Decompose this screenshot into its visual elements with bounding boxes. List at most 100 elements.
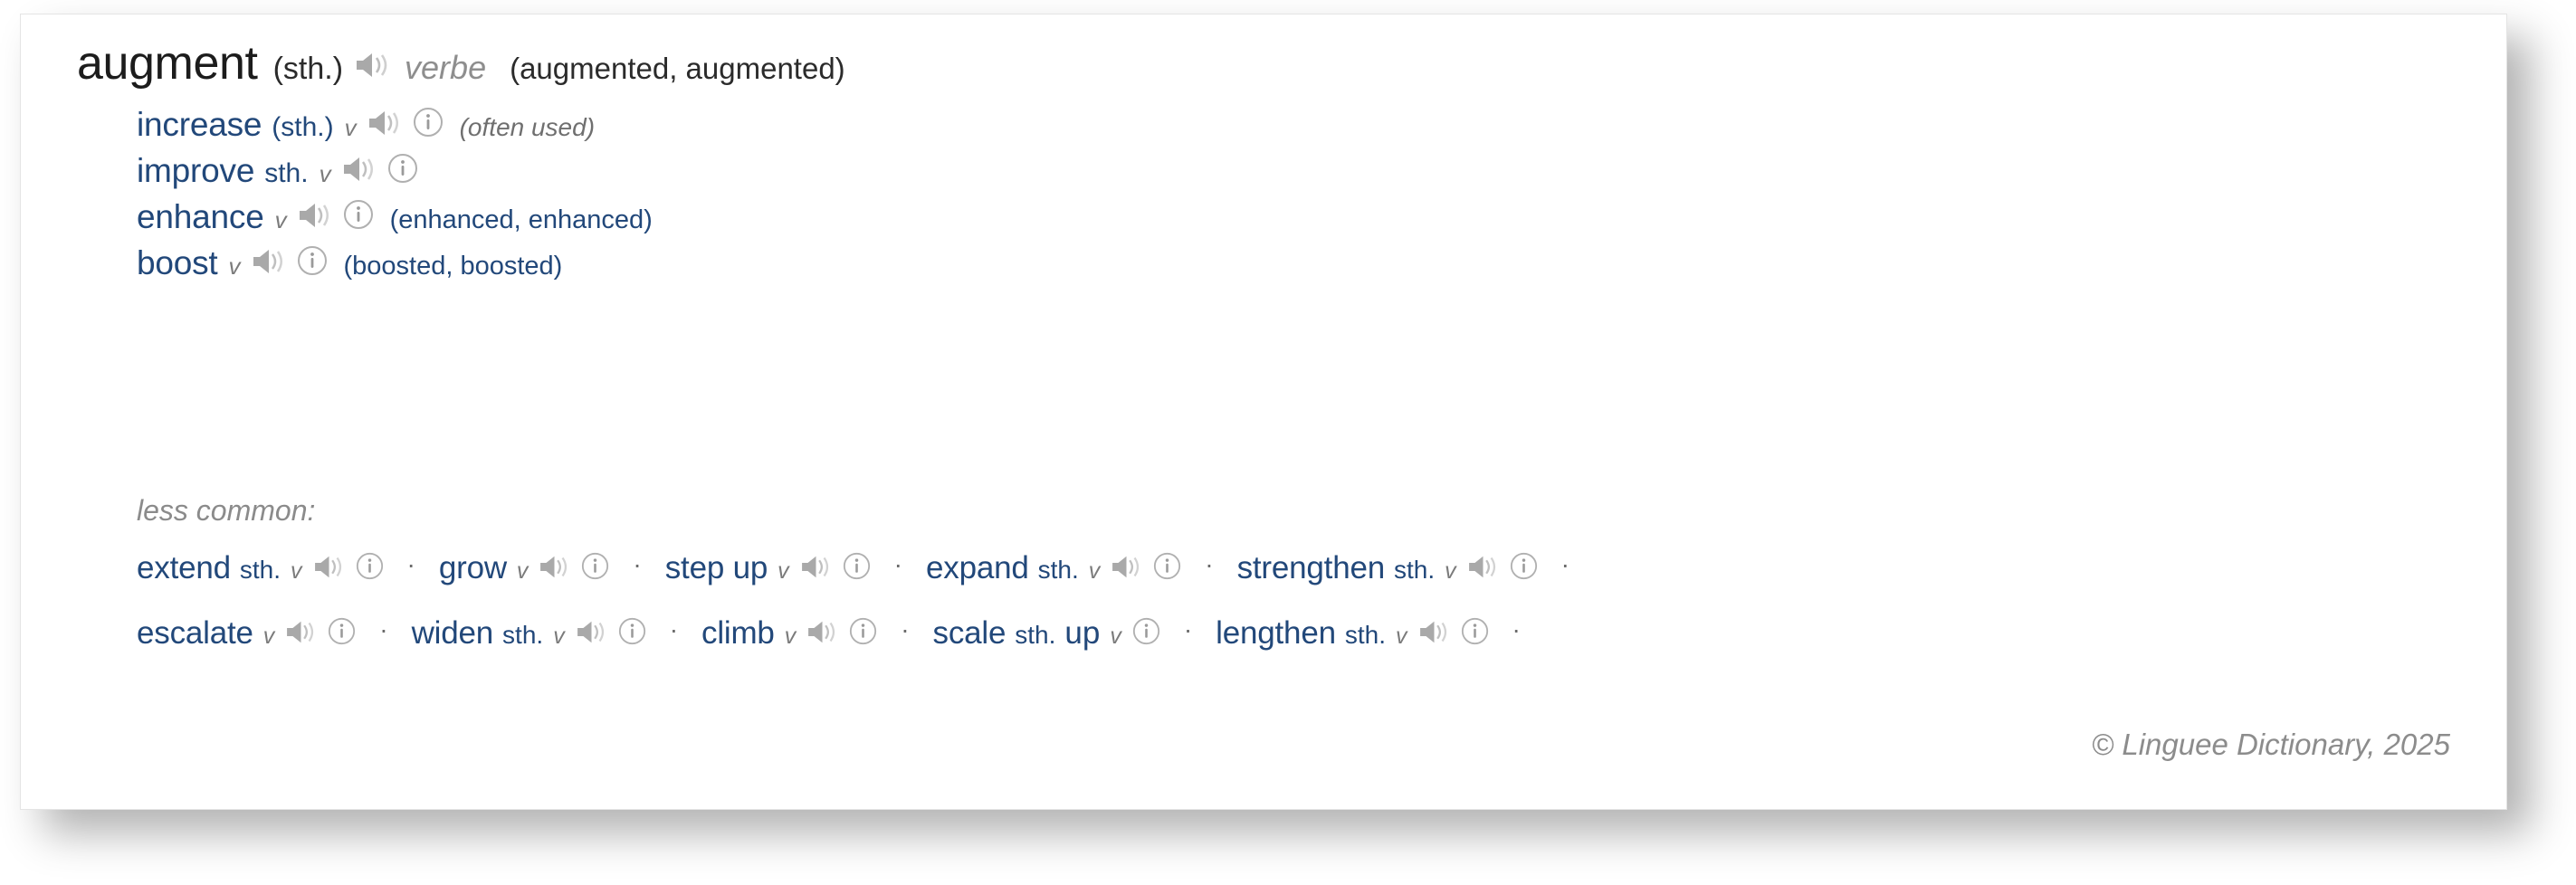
less-common-word[interactable]: expand bbox=[926, 550, 1029, 585]
translation-part-of-speech: v bbox=[228, 252, 241, 280]
less-common-word[interactable]: grow bbox=[438, 550, 507, 585]
less-common-part-of-speech: v bbox=[291, 558, 302, 584]
less-common-object: sth. bbox=[502, 621, 544, 649]
translation-row: improve sth. v bbox=[137, 151, 2454, 197]
speaker-icon[interactable] bbox=[252, 247, 286, 276]
translation-object: sth. bbox=[264, 158, 309, 188]
less-common-object: sth. bbox=[1394, 556, 1436, 584]
info-icon[interactable] bbox=[843, 552, 871, 580]
translation-word[interactable]: increase bbox=[137, 106, 262, 143]
less-common-word[interactable]: extend bbox=[137, 550, 231, 585]
less-common-item: lengthen sth. v bbox=[1216, 615, 1488, 652]
speaker-icon[interactable] bbox=[1418, 619, 1450, 645]
translation-conjugation: (boosted, boosted) bbox=[343, 252, 563, 281]
info-icon[interactable] bbox=[328, 617, 356, 645]
info-icon[interactable] bbox=[356, 552, 384, 580]
info-icon[interactable] bbox=[297, 245, 328, 276]
info-icon[interactable] bbox=[413, 107, 444, 138]
translation-usage-note: (often used) bbox=[459, 113, 596, 141]
info-icon[interactable] bbox=[849, 617, 877, 645]
less-common-word[interactable]: climb bbox=[701, 615, 775, 651]
less-common-item: extend sth. v bbox=[137, 550, 384, 586]
less-common-part-of-speech: v bbox=[516, 558, 529, 584]
speaker-icon[interactable] bbox=[342, 155, 377, 184]
less-common-object: sth. bbox=[1015, 621, 1056, 649]
separator-dot: · bbox=[633, 550, 642, 578]
info-icon[interactable] bbox=[343, 199, 374, 230]
headword-object: (sth.) bbox=[272, 52, 344, 86]
speaker-icon[interactable] bbox=[354, 50, 390, 81]
speaker-icon[interactable] bbox=[285, 619, 317, 645]
less-common-part-of-speech: v bbox=[1110, 623, 1121, 649]
separator-dot: · bbox=[901, 615, 910, 643]
less-common-part-of-speech: v bbox=[1445, 558, 1456, 584]
separator-dot: · bbox=[893, 550, 902, 578]
less-common-object: sth. bbox=[239, 556, 281, 584]
translation-word[interactable]: enhance bbox=[137, 198, 264, 235]
separator-dot: · bbox=[406, 550, 415, 578]
speaker-icon[interactable] bbox=[1111, 554, 1142, 580]
less-common-word[interactable]: widen bbox=[411, 615, 494, 651]
translation-conjugation: (enhanced, enhanced) bbox=[389, 205, 653, 234]
speaker-icon[interactable] bbox=[367, 109, 402, 138]
speaker-icon[interactable] bbox=[298, 201, 332, 230]
speaker-icon[interactable] bbox=[576, 619, 607, 645]
headword-conjugation: (augmented, augmented) bbox=[510, 52, 845, 85]
translation-part-of-speech: v bbox=[319, 160, 331, 187]
info-icon[interactable] bbox=[1153, 552, 1181, 580]
translation-part-of-speech: v bbox=[344, 114, 357, 141]
less-common-word[interactable]: step up bbox=[664, 550, 768, 585]
less-common-item: widen sth. v bbox=[412, 615, 646, 652]
speaker-icon[interactable] bbox=[1467, 554, 1499, 580]
less-common-item: strengthen sth. v bbox=[1237, 550, 1538, 586]
info-icon[interactable] bbox=[1510, 552, 1538, 580]
clipped-text-fragment-2: ·· · · · · · · · · · bbox=[256, 380, 2383, 387]
less-common-part-of-speech: v bbox=[778, 558, 789, 584]
copyright-notice: © Linguee Dictionary, 2025 bbox=[2091, 728, 2450, 761]
less-common-part-of-speech: v bbox=[262, 623, 275, 649]
separator-dot: · bbox=[669, 615, 679, 643]
info-icon[interactable] bbox=[1132, 617, 1160, 645]
less-common-item: expand sth. v bbox=[926, 550, 1181, 586]
less-common-label: less common: bbox=[137, 494, 316, 527]
page-title: augment bbox=[77, 37, 258, 90]
info-icon[interactable] bbox=[1461, 617, 1489, 645]
translation-object: (sth.) bbox=[272, 112, 334, 142]
less-common-word[interactable]: strengthen bbox=[1236, 550, 1386, 585]
less-common-word[interactable]: escalate bbox=[137, 615, 253, 651]
speaker-icon[interactable] bbox=[800, 554, 832, 580]
translation-word[interactable]: boost bbox=[137, 244, 218, 281]
headword-part-of-speech: verbe bbox=[405, 49, 487, 86]
translation-part-of-speech: v bbox=[274, 206, 287, 233]
less-common-word[interactable]: scale bbox=[932, 615, 1007, 651]
less-common-part-of-speech: v bbox=[1396, 623, 1407, 649]
separator-dot-trailing: · bbox=[1560, 550, 1569, 578]
info-icon[interactable] bbox=[387, 153, 418, 184]
less-common-word[interactable]: lengthen bbox=[1216, 615, 1336, 651]
less-common-part-of-speech: v bbox=[553, 623, 565, 649]
dictionary-entry-card: augment (sth.) verbe (augmented, augment… bbox=[20, 14, 2507, 810]
separator-dot: · bbox=[1205, 550, 1214, 578]
speaker-icon[interactable] bbox=[313, 554, 345, 580]
translation-row: increase (sth.) v (often used) bbox=[137, 105, 2454, 151]
speaker-icon[interactable] bbox=[806, 619, 838, 645]
speaker-icon[interactable] bbox=[539, 554, 570, 580]
info-icon[interactable] bbox=[618, 617, 646, 645]
translation-word[interactable]: improve bbox=[137, 152, 255, 189]
less-common-part-of-speech: v bbox=[1088, 558, 1101, 584]
less-common-object: sth. bbox=[1344, 621, 1386, 649]
less-common-object: sth. bbox=[1037, 556, 1079, 584]
separator-dot: · bbox=[1183, 615, 1193, 643]
less-common-particle: up bbox=[1064, 615, 1101, 651]
separator-dot-trailing: · bbox=[1512, 615, 1521, 643]
info-icon[interactable] bbox=[581, 552, 609, 580]
separator-dot: · bbox=[379, 615, 388, 643]
